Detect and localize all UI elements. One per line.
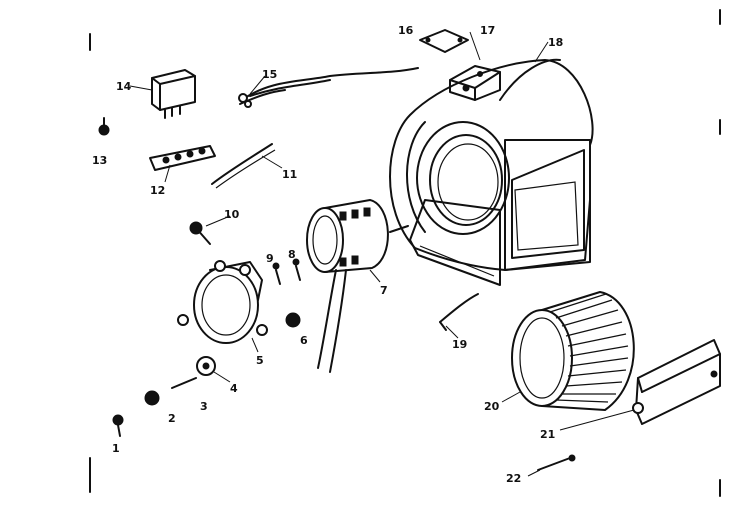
part-label-19: 19 (452, 338, 467, 351)
part-label-11: 11 (282, 168, 297, 181)
bushing (196, 356, 216, 376)
access-panel (632, 339, 721, 425)
grommet (285, 312, 301, 328)
part-labels: 1 2 3 4 5 6 7 8 9 10 11 12 13 14 15 16 1… (92, 24, 563, 485)
wire-clip (439, 293, 479, 331)
part-label-8: 8 (288, 248, 296, 261)
part-label-18: 18 (548, 36, 563, 49)
terminal-strip (149, 145, 216, 171)
screw-13 (98, 117, 110, 136)
part-label-21: 21 (540, 428, 555, 441)
motor-mount (177, 260, 268, 344)
part-label-12: 12 (150, 184, 165, 197)
part-label-10: 10 (224, 208, 240, 221)
blower-wheel (511, 291, 635, 411)
screw-10 (189, 221, 211, 245)
part-label-1: 1 (112, 442, 120, 455)
part-label-20: 20 (484, 400, 500, 413)
screw-22 (537, 454, 576, 471)
leader-lines (129, 31, 635, 477)
blower-motor (306, 199, 409, 373)
blower-housing (389, 58, 594, 286)
washer-2 (144, 390, 160, 406)
spring-clip (211, 143, 276, 189)
part-label-7: 7 (380, 284, 388, 297)
washer-8 (292, 258, 301, 281)
part-label-22: 22 (506, 472, 521, 485)
part-label-14: 14 (116, 80, 132, 93)
part-label-15: 15 (262, 68, 277, 81)
part-label-3: 3 (200, 400, 208, 413)
part-label-6: 6 (300, 334, 308, 347)
wire-harness (238, 67, 419, 108)
part-label-4: 4 (230, 382, 238, 395)
part-label-9: 9 (266, 252, 274, 265)
bolt-3 (171, 377, 197, 389)
cover-plate (419, 29, 469, 53)
registration-marks (89, 9, 721, 497)
screw-1 (112, 414, 124, 437)
part-label-17: 17 (480, 24, 495, 37)
nut-9 (272, 262, 281, 285)
mounting-block (449, 65, 501, 101)
part-label-13: 13 (92, 154, 107, 167)
part-label-2: 2 (168, 412, 176, 425)
relay-box (151, 69, 196, 119)
part-label-5: 5 (256, 354, 264, 367)
part-label-16: 16 (398, 24, 414, 37)
